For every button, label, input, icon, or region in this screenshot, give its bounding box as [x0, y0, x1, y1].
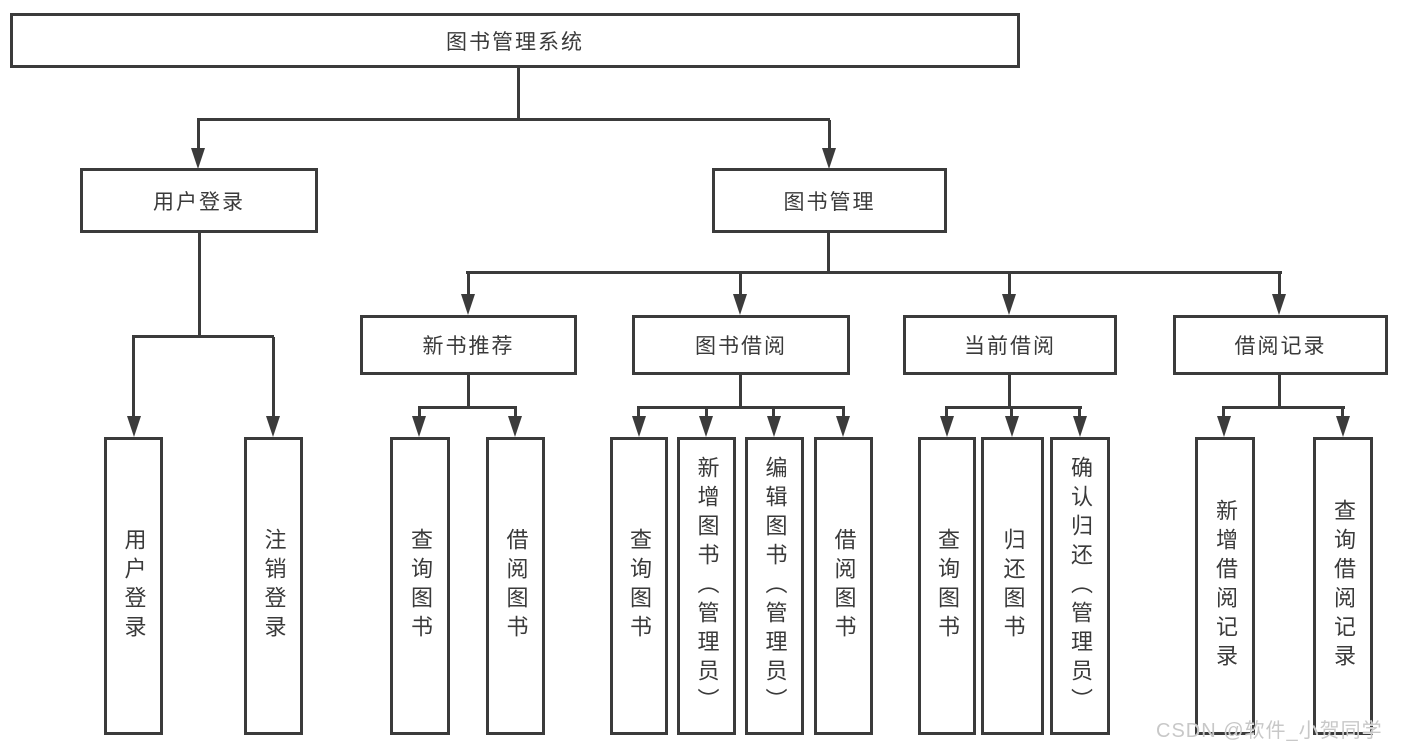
arrow-down-icon	[699, 416, 713, 437]
leaf-query-books-borrow-label: 查询图书	[627, 528, 652, 644]
arrow-down-icon	[191, 148, 205, 169]
arrow-down-icon	[127, 416, 141, 437]
connector-vline	[637, 408, 640, 417]
arrow-down-icon	[632, 416, 646, 437]
leaf-borrow-books-recommend-label: 借阅图书	[503, 528, 529, 644]
arrow-down-icon	[1336, 416, 1350, 437]
leaf-edit-book-admin-label: 编辑图书（管理员）	[762, 455, 788, 717]
node-new-book-recommend: 新书推荐	[360, 315, 577, 375]
connector-hline	[197, 118, 830, 121]
connector-vline	[272, 337, 275, 417]
arrow-down-icon	[1217, 416, 1231, 437]
arrow-down-icon	[822, 148, 836, 169]
connector-vline	[467, 273, 470, 296]
leaf-confirm-return-admin-label: 确认归还（管理员）	[1068, 455, 1093, 717]
connector-vline	[517, 68, 520, 120]
leaf-confirm-return-admin: 确认归还（管理员）	[1050, 437, 1110, 735]
root-node: 图书管理系统	[10, 13, 1020, 68]
connector-vline	[1278, 375, 1281, 408]
connector-vline	[1008, 375, 1011, 408]
leaf-query-borrow-record-label: 查询借阅记录	[1331, 499, 1356, 673]
node-book-management-label: 图书管理	[783, 190, 876, 214]
node-current-borrow: 当前借阅	[903, 315, 1117, 375]
node-borrow-records-label: 借阅记录	[1234, 335, 1327, 358]
node-new-book-recommend-label: 新书推荐	[422, 335, 515, 358]
connector-vline	[705, 408, 708, 417]
connector-vline	[1010, 408, 1013, 417]
csdn-watermark: CSDN @软件_小贺同学	[1156, 720, 1383, 742]
connector-vline	[1341, 408, 1344, 417]
connector-hline	[637, 406, 845, 409]
arrow-down-icon	[940, 416, 954, 437]
leaf-borrow-books-label: 借阅图书	[831, 528, 857, 644]
leaf-query-books-current-label: 查询图书	[935, 528, 960, 644]
connector-vline	[1222, 408, 1225, 417]
connector-vline	[828, 120, 831, 150]
arrow-down-icon	[412, 416, 426, 437]
connector-vline	[132, 337, 135, 417]
connector-vline	[198, 233, 201, 335]
leaf-edit-book-admin: 编辑图书（管理员）	[745, 437, 804, 735]
node-book-borrow-label: 图书借阅	[695, 335, 787, 358]
arrow-down-icon	[1073, 416, 1087, 437]
leaf-add-book-admin: 新增图书（管理员）	[677, 437, 736, 735]
connector-hline	[466, 271, 1282, 274]
node-user-login: 用户登录	[80, 168, 318, 233]
connector-vline	[945, 408, 948, 417]
leaf-query-borrow-record: 查询借阅记录	[1313, 437, 1373, 735]
node-user-login-label: 用户登录	[153, 190, 245, 214]
leaf-return-books-label: 归还图书	[1000, 528, 1026, 644]
connector-vline	[772, 408, 775, 417]
connector-vline	[467, 375, 470, 408]
connector-vline	[1278, 273, 1281, 296]
connector-vline	[197, 120, 200, 150]
connector-vline	[827, 233, 830, 273]
connector-vline	[842, 408, 845, 417]
connector-vline	[1008, 273, 1011, 296]
leaf-add-borrow-record: 新增借阅记录	[1195, 437, 1255, 735]
arrow-down-icon	[461, 294, 475, 315]
leaf-query-books-recommend-label: 查询图书	[408, 528, 433, 644]
connector-vline	[1078, 408, 1081, 417]
leaf-query-books-recommend: 查询图书	[390, 437, 450, 735]
connector-hline	[132, 335, 274, 338]
node-book-borrow: 图书借阅	[632, 315, 850, 375]
arrow-down-icon	[1272, 294, 1286, 315]
leaf-borrow-books: 借阅图书	[814, 437, 873, 735]
root-node-label: 图书管理系统	[446, 30, 584, 54]
arrow-down-icon	[836, 416, 850, 437]
connector-hline	[945, 406, 1082, 409]
arrow-down-icon	[266, 416, 280, 437]
connector-hline	[1222, 406, 1345, 409]
connector-hline	[418, 406, 517, 409]
arrow-down-icon	[508, 416, 522, 437]
connector-vline	[739, 273, 742, 296]
arrow-down-icon	[1002, 294, 1016, 315]
leaf-return-books: 归还图书	[981, 437, 1044, 735]
leaf-user-login: 用户登录	[104, 437, 163, 735]
arrow-down-icon	[767, 416, 781, 437]
leaf-logout-label: 注销登录	[261, 528, 287, 644]
connector-vline	[418, 408, 421, 417]
leaf-logout: 注销登录	[244, 437, 303, 735]
arrow-down-icon	[733, 294, 747, 315]
node-book-management: 图书管理	[712, 168, 947, 233]
leaf-query-books-current: 查询图书	[918, 437, 976, 735]
node-borrow-records: 借阅记录	[1173, 315, 1388, 375]
leaf-borrow-books-recommend: 借阅图书	[486, 437, 545, 735]
connector-vline	[739, 375, 742, 408]
connector-vline	[514, 408, 517, 417]
leaf-add-book-admin-label: 新增图书（管理员）	[694, 455, 720, 717]
leaf-query-books-borrow: 查询图书	[610, 437, 668, 735]
node-current-borrow-label: 当前借阅	[964, 335, 1056, 358]
leaf-add-borrow-record-label: 新增借阅记录	[1213, 499, 1238, 673]
arrow-down-icon	[1005, 416, 1019, 437]
leaf-user-login-label: 用户登录	[121, 528, 147, 644]
